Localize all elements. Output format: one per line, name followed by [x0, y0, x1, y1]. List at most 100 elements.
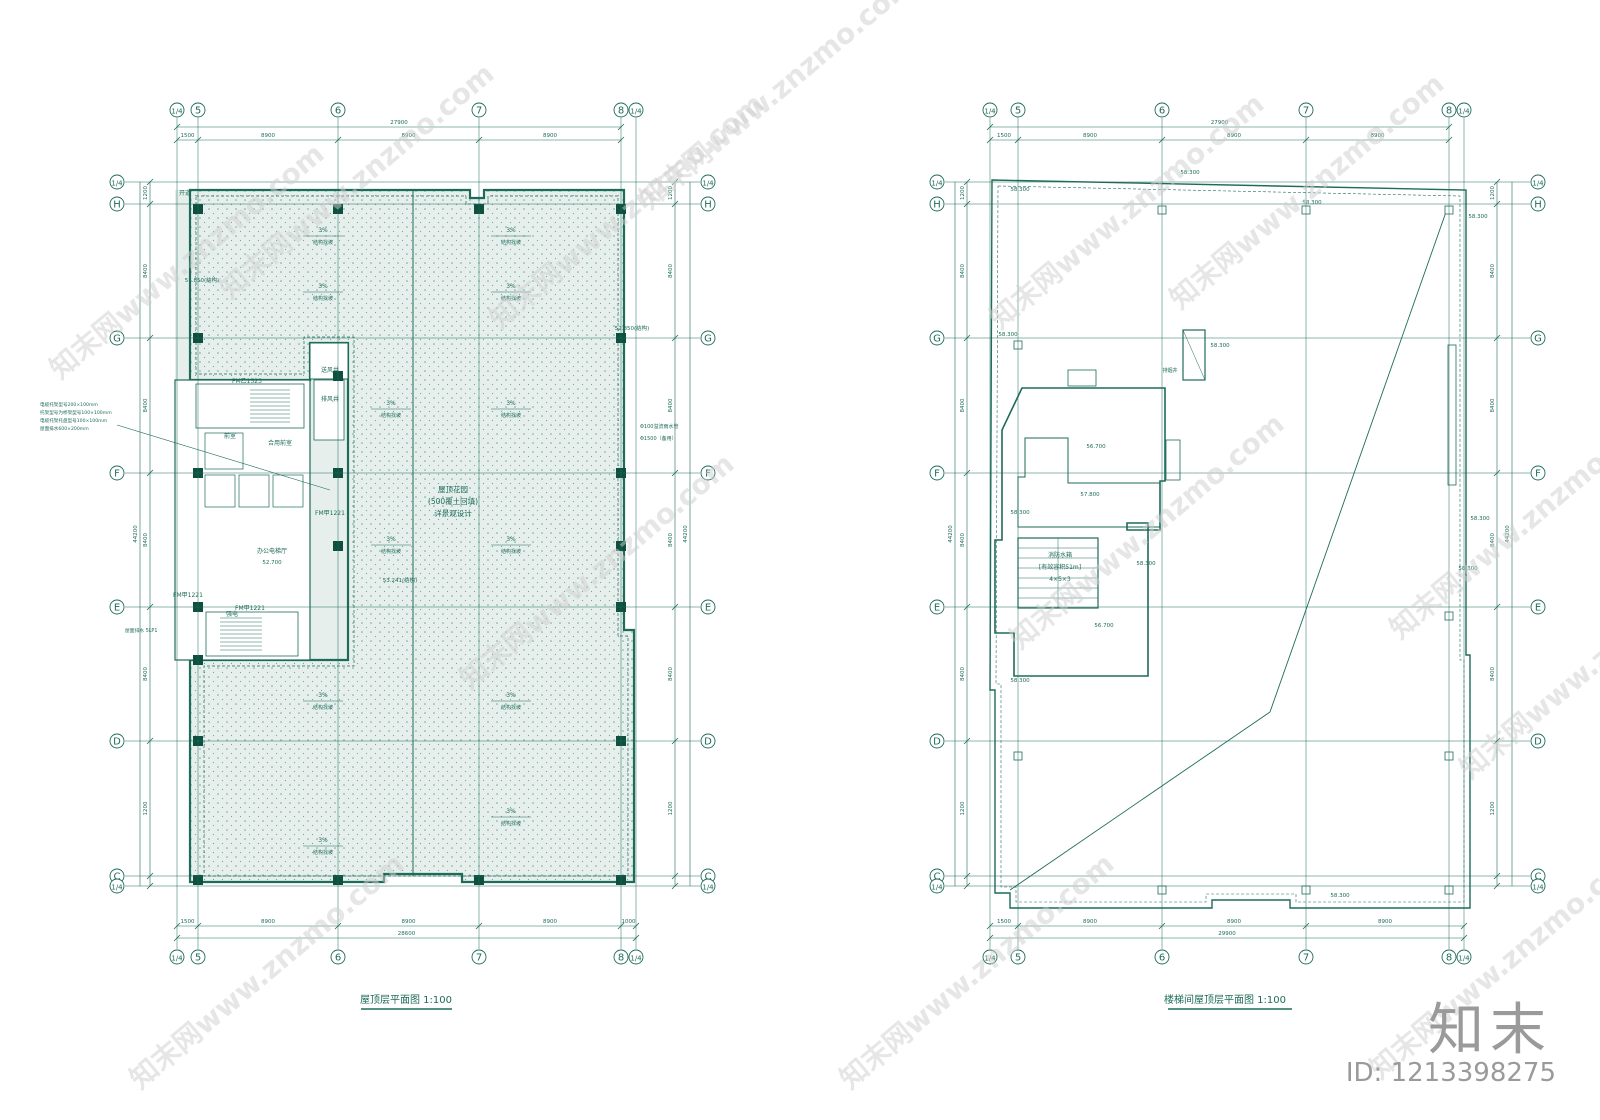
ridge-line [1269, 211, 1447, 713]
bottom-dim-tick [334, 922, 342, 930]
right-dim-tick [671, 200, 679, 208]
left-dim-text: 1200 [960, 801, 966, 815]
right-dim-text: 1200 [668, 801, 674, 815]
top-dim-tick [194, 136, 202, 144]
top-dim-text: 8900 [261, 133, 275, 139]
note-text: 屋面排水 5LP1 [125, 627, 157, 634]
garden-label: 屋顶花园 [438, 484, 468, 494]
axis-label: 1/4 [1532, 884, 1544, 892]
stair-roof-plan: 消防水箱[有效容积51m]4×5×3排烟井58.30058.30058.3005… [929, 102, 1546, 1010]
axis-bubble [109, 465, 125, 481]
top-dim-text: 8900 [1083, 133, 1097, 139]
axis-bubble [982, 949, 998, 965]
note-text: 屋面排水600×200mm [40, 425, 89, 432]
axis-label: 6 [335, 106, 341, 117]
note-text: 电缆托架托盘型号100×100mm [40, 417, 108, 424]
vent-label: 排烟井 [1162, 367, 1177, 374]
axis-label: H [933, 200, 941, 211]
elevation-label: 52.700 [262, 560, 282, 566]
bottom-dim-text: 8900 [261, 919, 275, 925]
left-dim-tick [963, 737, 971, 745]
top-dim-text: 1500 [997, 133, 1011, 139]
right-dim-tick [1493, 603, 1501, 611]
elevation-label: 56.700 [1086, 444, 1106, 450]
axis-label: 1/4 [111, 180, 123, 188]
elevation-label: 58.300 [1010, 678, 1030, 684]
axis-label: F [114, 469, 120, 480]
axis-bubble [700, 599, 716, 615]
axis-label: F [705, 469, 711, 480]
axis-label: D [933, 737, 941, 748]
room-label: FM甲1221 [235, 605, 265, 612]
axis-label: 6 [1159, 106, 1165, 117]
axis-bubble [1010, 102, 1026, 118]
axis-bubble [929, 196, 945, 212]
axis-label: 1/4 [984, 955, 996, 963]
elevation-label: 58.300 [1010, 187, 1030, 193]
room-label: 排风井 [321, 395, 339, 403]
left-dim-text: 8400 [143, 398, 149, 412]
leader-line [116, 424, 331, 491]
roof-box [1067, 369, 1097, 387]
room-label: 送风井 [321, 366, 339, 374]
top-dim-tick [1445, 136, 1453, 144]
left-dim-tick [146, 178, 154, 186]
bottom-dim-tick [194, 922, 202, 930]
top-dim-tick [1158, 136, 1166, 144]
bottom-dim-tick [986, 922, 994, 930]
right-dim-text: 8400 [668, 667, 674, 681]
slope-percent: 3% [318, 837, 328, 844]
bottom-dim-text: 1000 [622, 919, 636, 925]
slope-percent: 3% [318, 692, 328, 699]
stair-2 [205, 611, 299, 657]
slope-percent: 3% [318, 283, 328, 290]
machine-room-outline [1017, 437, 1161, 528]
axis-bubble [471, 102, 487, 118]
plan-title: 屋顶层平面图 1:100 [360, 994, 452, 1006]
axis-bubble [628, 102, 644, 118]
axis-label: C [114, 872, 121, 883]
axis-bubble [169, 949, 185, 965]
bottom-dim-tick [173, 934, 181, 942]
ridge-line [1009, 711, 1271, 891]
top-dim-tick [986, 136, 994, 144]
slope-percent: 3% [386, 536, 396, 543]
right-dim-text: 8400 [668, 533, 674, 547]
note-text: 电缆托架型号200×100mm [40, 401, 98, 408]
top-dim-tick [173, 136, 181, 144]
room-label: FM乙1523 [232, 378, 262, 385]
left-dim-tick [963, 872, 971, 880]
roof-outline [989, 179, 1471, 909]
axis-label: 5 [1015, 953, 1021, 964]
right-dim-tick [1493, 178, 1501, 186]
axis-bubble [1530, 465, 1546, 481]
axis-label: D [113, 737, 121, 748]
axis-bubble [109, 196, 125, 212]
axis-label: 1/4 [1458, 108, 1470, 116]
axis-label: C [1535, 872, 1542, 883]
axis-bubble [1154, 949, 1170, 965]
right-dim-text: 1200 [668, 186, 674, 200]
axis-label: 1/4 [984, 108, 996, 116]
axis-bubble [700, 878, 716, 894]
axis-label: 1/4 [171, 108, 183, 116]
watermark-text: 知末网www.znzmo.com [633, 0, 920, 215]
axis-label: 8 [618, 106, 624, 117]
left-dim-text: 8400 [143, 533, 149, 547]
axis-bubble [1154, 102, 1170, 118]
bottom-dim-tick [1460, 922, 1468, 930]
right-dim-tick [1493, 334, 1501, 342]
axis-bubble [1010, 949, 1026, 965]
bottom-dim-total-text: 28600 [398, 931, 416, 937]
garden-label: (500覆土回填) [428, 496, 478, 506]
axis-bubble [628, 949, 644, 965]
axis-label: E [1535, 603, 1541, 614]
right-dim-tick [1493, 200, 1501, 208]
slope-note: 结构找坡 [313, 849, 333, 856]
axis-label: 1/4 [931, 180, 943, 188]
tank-label: 4×5×3 [1049, 576, 1071, 583]
axis-label: E [934, 603, 940, 614]
left-dim-tick [963, 178, 971, 186]
slope-note: 结构找坡 [501, 820, 521, 827]
